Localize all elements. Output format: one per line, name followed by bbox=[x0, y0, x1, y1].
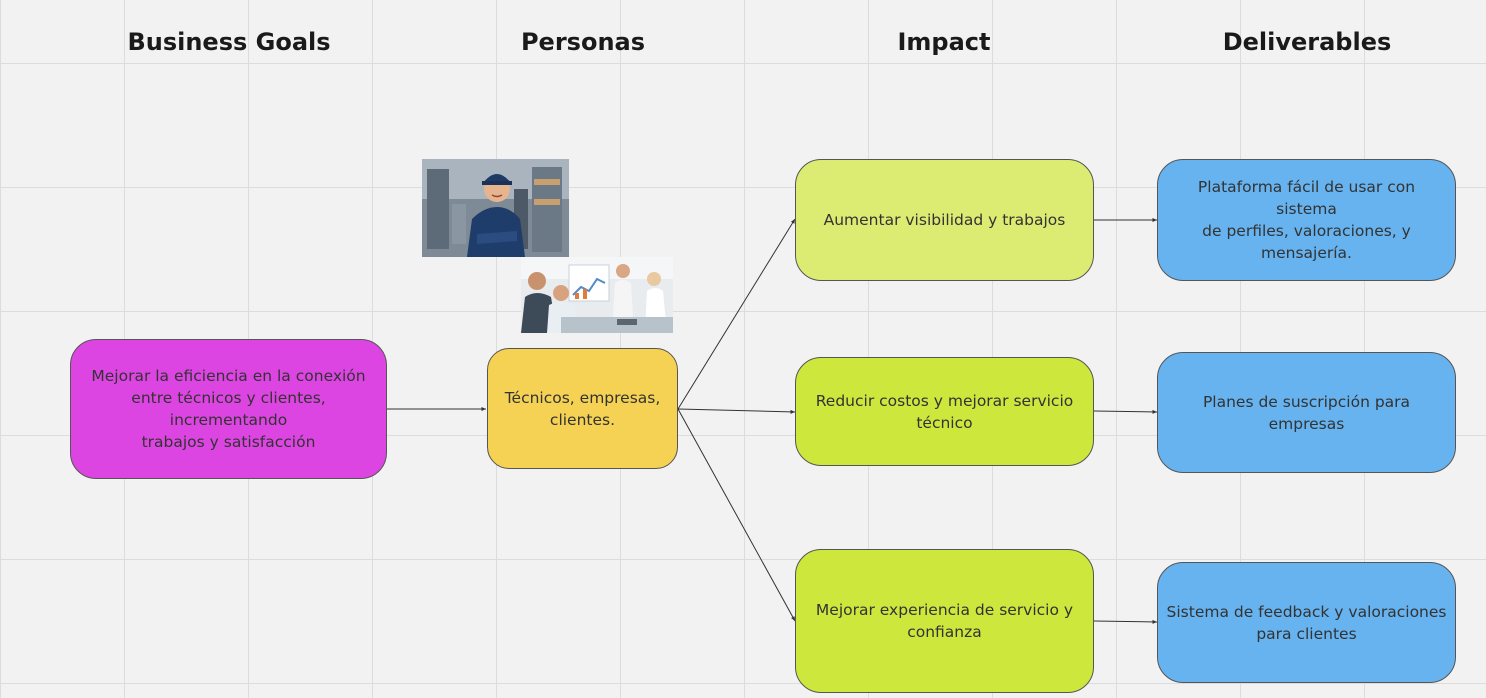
goal-line: trabajos y satisfacción bbox=[141, 433, 316, 451]
deliverable-line: para clientes bbox=[1256, 624, 1357, 643]
deliverable-line: Planes de suscripción para empresas bbox=[1202, 392, 1411, 433]
header-deliverables: Deliverables bbox=[1222, 28, 1392, 56]
technician-photo[interactable] bbox=[422, 159, 569, 257]
impact-card[interactable]: Reducir costos y mejorar servicio técnic… bbox=[795, 357, 1094, 466]
connector-persona-impact-1 bbox=[677, 218, 796, 410]
goal-line: entre técnicos y clientes, incrementando bbox=[131, 389, 326, 429]
impact-line: Reducir costos y mejorar servicio bbox=[815, 391, 1074, 410]
connector-impact-deliverable-3 bbox=[1093, 619, 1158, 624]
deliverable-line: de perfiles, valoraciones, y mensajería. bbox=[1202, 222, 1411, 262]
meeting-photo[interactable] bbox=[521, 257, 673, 333]
business-goal-card[interactable]: Mejorar la eficiencia en la conexión ent… bbox=[70, 339, 387, 479]
persona-line: Técnicos, empresas, bbox=[504, 388, 661, 407]
deliverable-card[interactable]: Sistema de feedback y valoraciones para … bbox=[1157, 562, 1456, 683]
persona-card[interactable]: Técnicos, empresas, clientes. bbox=[487, 348, 678, 469]
connector-persona-impact-3 bbox=[677, 408, 796, 622]
connector-impact-deliverable-2 bbox=[1093, 409, 1158, 414]
goal-line: Mejorar la eficiencia en la conexión bbox=[91, 367, 366, 385]
header-personas: Personas bbox=[520, 28, 646, 56]
impact-line: Aumentar visibilidad y trabajos bbox=[823, 211, 1066, 229]
persona-line: clientes. bbox=[549, 410, 616, 429]
impact-line: Mejorar experiencia de servicio y bbox=[815, 601, 1074, 619]
impact-line: técnico bbox=[916, 413, 973, 432]
connector-persona-impact-2 bbox=[677, 408, 796, 414]
header-business-goals: Business Goals bbox=[127, 28, 331, 56]
deliverable-card[interactable]: Plataforma fácil de usar con sistema de … bbox=[1157, 159, 1456, 281]
deliverable-line: Sistema de feedback y valoraciones bbox=[1166, 602, 1447, 621]
deliverable-card[interactable]: Planes de suscripción para empresas bbox=[1157, 352, 1456, 473]
deliverable-line: Plataforma fácil de usar con sistema bbox=[1197, 178, 1416, 218]
impact-card[interactable]: Mejorar experiencia de servicio y confia… bbox=[795, 549, 1094, 693]
impact-line: confianza bbox=[907, 623, 982, 641]
header-impact: Impact bbox=[897, 28, 991, 56]
impact-card[interactable]: Aumentar visibilidad y trabajos bbox=[795, 159, 1094, 281]
